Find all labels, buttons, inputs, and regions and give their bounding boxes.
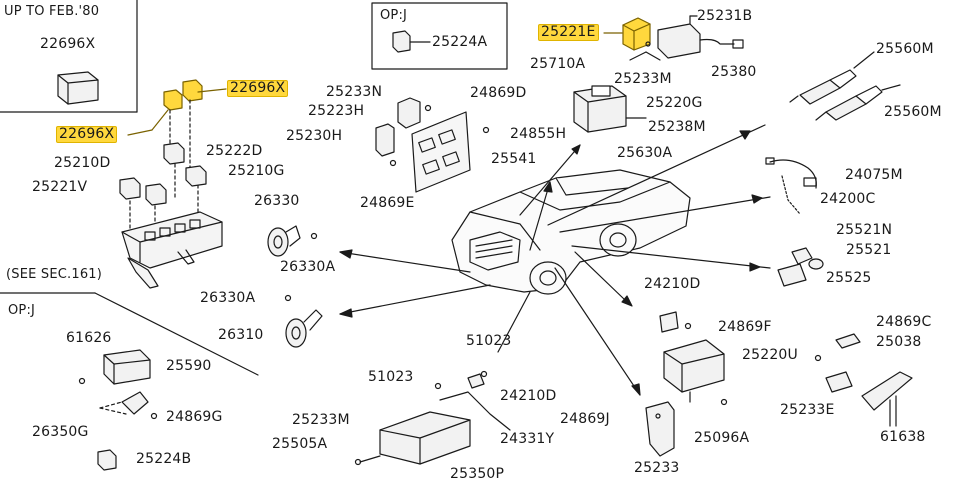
relay-dashed-lines — [129, 99, 199, 231]
note-see-sec-161: (SEE SEC.161) — [6, 267, 103, 282]
bracket-26350G-icon — [99, 391, 158, 420]
label-22696X-highlight-right[interactable]: 22696X — [227, 80, 289, 97]
label-24869F[interactable]: 24869F — [718, 319, 772, 335]
label-25233M-top[interactable]: 25233M — [614, 71, 672, 87]
label-25230H[interactable]: 25230H — [286, 128, 343, 144]
label-24210D-right[interactable]: 24210D — [644, 276, 701, 292]
relay-25224A-icon — [392, 30, 431, 53]
op-section-divider-b — [94, 292, 259, 376]
label-25560M-bottom[interactable]: 25560M — [884, 104, 942, 120]
horn-26310-icon — [284, 294, 323, 348]
label-25560M-top[interactable]: 25560M — [876, 41, 934, 57]
note-op-top: OP:J — [380, 8, 408, 23]
leader-arrows — [339, 124, 771, 396]
label-61638[interactable]: 61638 — [880, 429, 926, 445]
label-24869C[interactable]: 24869C — [876, 314, 932, 330]
label-26330[interactable]: 26330 — [254, 193, 300, 209]
label-25525[interactable]: 25525 — [826, 270, 872, 286]
panel-25541-icon — [411, 111, 490, 193]
label-26310[interactable]: 26310 — [218, 327, 264, 343]
label-22696X-highlight-left[interactable]: 22696X — [56, 126, 118, 143]
car-body-illustration — [451, 169, 691, 295]
label-24869D[interactable]: 24869D — [470, 85, 527, 101]
label-25221E-highlight[interactable]: 25221E — [538, 24, 599, 41]
relay-22696X-highlighted-icon — [127, 79, 227, 136]
label-25541[interactable]: 25541 — [491, 151, 537, 167]
label-25210D[interactable]: 25210D — [54, 155, 111, 171]
module-25231B-icon — [629, 15, 744, 61]
assembly-25038-icon — [814, 333, 913, 427]
label-25224B[interactable]: 25224B — [136, 451, 192, 467]
label-26330A-top[interactable]: 26330A — [280, 259, 336, 275]
inset-box-op-top — [371, 2, 508, 70]
label-24331Y[interactable]: 24331Y — [500, 431, 555, 447]
label-25222D[interactable]: 25222D — [206, 143, 263, 159]
label-26350G[interactable]: 26350G — [32, 424, 89, 440]
label-25238M[interactable]: 25238M — [648, 119, 706, 135]
label-25210G[interactable]: 25210G — [228, 163, 285, 179]
bracket-assembly-25350P-icon — [354, 370, 511, 466]
label-22696X-inset[interactable]: 22696X — [40, 36, 96, 52]
label-25233E[interactable]: 25233E — [780, 402, 835, 418]
relay-25224B-icon — [97, 449, 117, 471]
label-24200C[interactable]: 24200C — [820, 191, 876, 207]
label-25505A[interactable]: 25505A — [272, 436, 328, 452]
label-24210D-mid[interactable]: 24210D — [500, 388, 557, 404]
label-24869J[interactable]: 24869J — [560, 411, 610, 427]
label-24855H[interactable]: 24855H — [510, 126, 567, 142]
label-25380[interactable]: 25380 — [711, 64, 757, 80]
label-25590[interactable]: 25590 — [166, 358, 212, 374]
relay-cluster-icon — [119, 142, 207, 206]
fuse-block-bracket-icon — [121, 211, 223, 289]
label-25710A[interactable]: 25710A — [530, 56, 586, 72]
note-op-left: OP:J — [8, 303, 36, 318]
label-25221V[interactable]: 25221V — [32, 179, 88, 195]
label-25224A[interactable]: 25224A — [432, 34, 488, 50]
label-24075M[interactable]: 24075M — [845, 167, 903, 183]
bracket-25233-icon — [645, 401, 675, 457]
label-25220G[interactable]: 25220G — [646, 95, 703, 111]
label-25233N[interactable]: 25233N — [326, 84, 383, 100]
buzzer-25590-icon — [78, 349, 151, 385]
relay-22696X-inset-icon — [57, 71, 99, 105]
label-25630A[interactable]: 25630A — [617, 145, 673, 161]
label-25521N[interactable]: 25521N — [836, 222, 893, 238]
label-25231B[interactable]: 25231B — [697, 8, 753, 24]
label-25521[interactable]: 25521 — [846, 242, 892, 258]
inset-box-up-to-feb80 — [0, 0, 138, 113]
label-61626[interactable]: 61626 — [66, 330, 112, 346]
label-25233[interactable]: 25233 — [634, 460, 680, 476]
note-up-to-feb80: UP TO FEB.'80 — [4, 4, 100, 19]
label-25096A[interactable]: 25096A — [694, 430, 750, 446]
label-51023-left[interactable]: 51023 — [368, 369, 414, 385]
label-25038[interactable]: 25038 — [876, 334, 922, 350]
label-51023-top[interactable]: 51023 — [466, 333, 512, 349]
bracket-25223H-icon — [375, 97, 432, 167]
label-26330A-left[interactable]: 26330A — [200, 290, 256, 306]
unit-25220G-icon — [573, 85, 647, 133]
horn-26330-icon — [267, 225, 318, 257]
relay-25221E-highlighted-icon — [603, 17, 651, 51]
switch-25560M-bottom-icon — [815, 84, 901, 121]
label-24869E[interactable]: 24869E — [360, 195, 415, 211]
label-25220U[interactable]: 25220U — [742, 347, 798, 363]
label-25350P[interactable]: 25350P — [450, 466, 505, 482]
harness-24075M-icon — [765, 157, 817, 215]
unit-25220U-icon — [663, 339, 728, 406]
switch-25560M-top-icon — [789, 51, 875, 105]
label-25223H[interactable]: 25223H — [308, 103, 365, 119]
label-25233M-bottom[interactable]: 25233M — [292, 412, 350, 428]
bracket-24210D-icon — [659, 311, 692, 333]
label-24869G[interactable]: 24869G — [166, 409, 223, 425]
sensor-25521-icon — [777, 247, 824, 287]
